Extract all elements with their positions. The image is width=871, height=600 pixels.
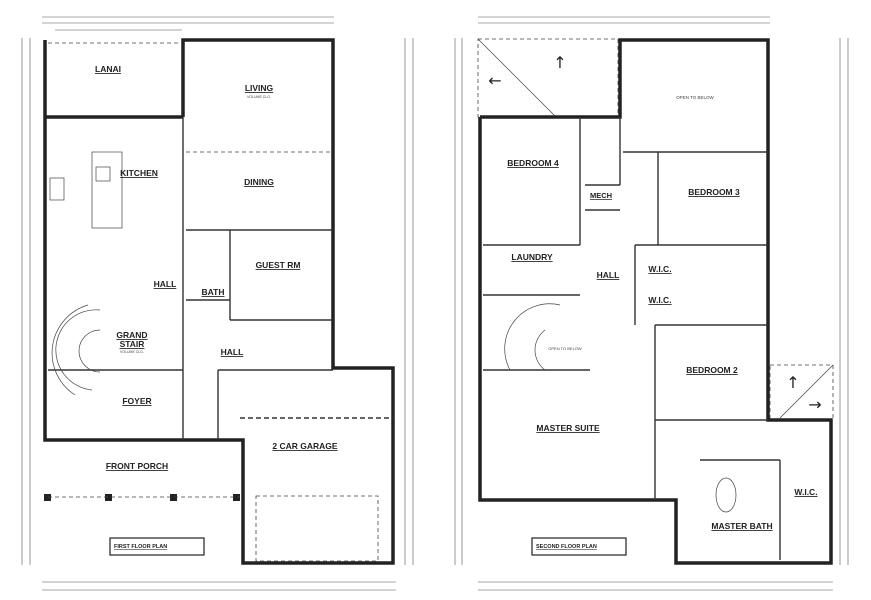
- room-label-hall-2: HALL: [597, 270, 620, 280]
- room-label-mech: MECH: [590, 191, 612, 200]
- room-label-garage: 2 CAR GARAGE: [272, 441, 338, 451]
- room-label-kitchen: KITCHEN: [120, 168, 158, 178]
- room-label-dining: DINING: [244, 177, 274, 187]
- room-label-master-suite: MASTER SUITE: [536, 423, 600, 433]
- bathtub-icon: [715, 477, 737, 513]
- interior-walls-2: [483, 117, 781, 560]
- second-stair-drawing: [504, 303, 561, 371]
- arrow-up-icon: ↑: [786, 373, 799, 392]
- room-label-stair-open: OPEN TO BELOW: [548, 346, 582, 351]
- arrow-up-icon: ↑: [553, 53, 566, 72]
- title-block: [109, 537, 205, 556]
- room-label-front-porch: FRONT PORCH: [106, 461, 168, 471]
- arrow-right-icon: →: [808, 395, 821, 414]
- kitchen-island: [91, 151, 123, 229]
- interior-walls: [48, 117, 393, 440]
- range-icon: [49, 177, 65, 201]
- exterior-wall: [43, 38, 395, 565]
- room-label-lanai: LANAI: [95, 64, 121, 74]
- dimension-lines: [21, 16, 414, 591]
- second-floor-title: SECOND FLOOR PLAN: [536, 544, 597, 550]
- garage-door: [255, 495, 379, 562]
- room-label-wic-2: W.I.C.: [648, 295, 671, 305]
- room-label-master-bath: MASTER BATH: [711, 521, 772, 531]
- dimension-lines-2: [454, 16, 849, 591]
- arrow-left-icon: ←: [488, 71, 501, 90]
- title-block-2: [531, 537, 627, 556]
- roof-below-right: ↑ →: [769, 364, 834, 421]
- second-floor-plan: ↑ ← ↑ →: [454, 16, 849, 591]
- room-label-guest-rm: GUEST RM: [256, 260, 301, 270]
- room-label-bath: BATH: [202, 287, 225, 297]
- exterior-wall-2: [478, 38, 833, 565]
- first-floor-plan: LANAI LIVING VOLUME CLG. KITCHEN DINING …: [21, 16, 414, 591]
- room-label-foyer: FOYER: [122, 396, 151, 406]
- first-floor-title: FIRST FLOOR PLAN: [114, 544, 167, 550]
- sink-icon: [95, 166, 111, 182]
- room-label-hall: HALL: [154, 279, 177, 289]
- room-label-laundry: LAUNDRY: [511, 252, 553, 262]
- room-label-living: LIVING: [245, 83, 274, 93]
- room-label-bedroom-3: BEDROOM 3: [688, 187, 740, 197]
- room-label-grand-stair: GRAND: [116, 330, 147, 340]
- room-label-wic-master: W.I.C.: [794, 487, 817, 497]
- grand-stair-drawing: [51, 304, 101, 396]
- room-label-hall-lower: HALL: [221, 347, 244, 357]
- roof-below-upper: ↑ ←: [477, 38, 619, 118]
- room-label-living-sub: VOLUME CLG.: [247, 95, 271, 99]
- room-label-bedroom-4: BEDROOM 4: [507, 158, 559, 168]
- room-label-grand-stair-sub: VOLUME CLG.: [120, 350, 144, 354]
- room-label-grand-stair-2: STAIR: [120, 339, 145, 349]
- room-label-open-to-below: OPEN TO BELOW: [676, 95, 714, 100]
- room-label-bedroom-2: BEDROOM 2: [686, 365, 738, 375]
- room-label-wic-1: W.I.C.: [648, 264, 671, 274]
- porch-posts: [44, 494, 240, 501]
